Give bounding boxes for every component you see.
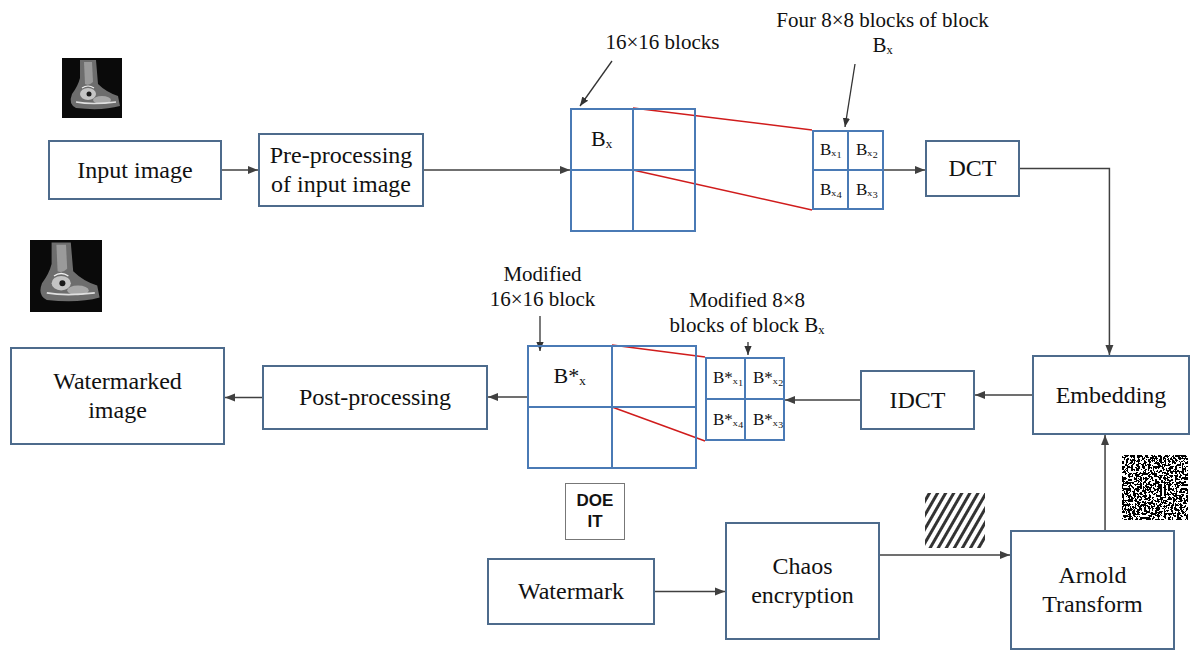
grid-heading: Modified 16×16 block xyxy=(480,262,605,312)
box-label: Embedding xyxy=(1056,381,1167,410)
leader-arrow xyxy=(580,61,612,106)
process-box: Post-processing xyxy=(262,365,488,430)
zoom-line xyxy=(612,407,705,441)
zoom-line xyxy=(633,108,812,130)
block-grid: Modified 16×16 blockB*ₓ xyxy=(527,345,697,469)
flow-arrow xyxy=(655,591,725,593)
flow-arrow xyxy=(1104,435,1106,530)
block-label: B*ₓ₃ xyxy=(753,410,777,430)
subblock-cell: Bₓ₄ xyxy=(812,170,848,210)
block-label: Bₓ xyxy=(591,126,612,152)
flow-arrow xyxy=(424,169,570,171)
box-label: Watermark xyxy=(518,577,624,606)
grid-line xyxy=(570,169,696,171)
input-box: Watermark xyxy=(487,558,655,625)
process-box: Pre-processing of input image xyxy=(258,133,424,207)
transform-box: DCT xyxy=(925,140,1020,197)
box-label: Post-processing xyxy=(299,383,451,412)
block-cell: Bₓ xyxy=(570,108,633,170)
block-label: Bₓ₂ xyxy=(856,140,876,160)
subblock-cell: B*ₓ₁ xyxy=(705,357,745,399)
block-label: Bₓ₄ xyxy=(820,180,840,200)
box-label: Chaos encryption xyxy=(733,552,872,610)
subblock-cell: B*ₓ₃ xyxy=(745,399,785,441)
box-label: Arnold Transform xyxy=(1018,561,1167,619)
box-label: IDCT xyxy=(890,386,946,415)
subblock-grid: Four 8×8 blocks of block BₓBₓ₁Bₓ₂Bₓ₄Bₓ₃ xyxy=(812,130,884,210)
process-box: Chaos encryption xyxy=(725,522,880,640)
block-label: B*ₓ xyxy=(553,363,585,389)
process-box: Embedding xyxy=(1032,355,1190,435)
grid-line xyxy=(527,406,697,408)
flow-arrow xyxy=(785,399,860,401)
mri-thumbnail xyxy=(62,58,122,118)
block-label: B*ₓ₂ xyxy=(753,368,777,388)
box-label: DCT xyxy=(949,154,997,183)
grid-heading: Modified 8×8 blocks of block Bₓ xyxy=(662,288,832,338)
leader-arrow xyxy=(845,64,855,127)
grid-line xyxy=(812,169,884,171)
transform-box: IDCT xyxy=(860,370,975,430)
block-grid: 16×16 blocksBₓ xyxy=(570,108,696,232)
flow-arrow xyxy=(975,394,1032,396)
grid-heading: 16×16 blocks xyxy=(590,30,735,55)
subblock-cell: Bₓ₁ xyxy=(812,130,848,170)
box-label: Pre-processing of input image xyxy=(266,141,416,199)
process-box: Arnold Transform xyxy=(1010,530,1175,650)
block-label: B*ₓ₁ xyxy=(713,368,737,388)
mri-thumbnail xyxy=(30,240,102,312)
block-label: Bₓ₁ xyxy=(820,140,840,160)
leader-arrow xyxy=(747,342,748,355)
block-label: Bₓ₃ xyxy=(856,180,876,200)
grid-line xyxy=(705,398,785,400)
box-label: Input image xyxy=(77,156,192,185)
subblock-cell: B*ₓ₄ xyxy=(705,399,745,441)
subblock-cell: Bₓ₂ xyxy=(848,130,884,170)
box-label: Watermarked image xyxy=(33,367,203,425)
subblock-cell: B*ₓ₂ xyxy=(745,357,785,399)
scrambled-watermark-image xyxy=(1122,455,1188,520)
subblock-cell: Bₓ₃ xyxy=(848,170,884,210)
flow-arrow xyxy=(225,397,262,399)
encrypted-watermark-image xyxy=(925,493,985,548)
watermark-sample-box: DOE IT xyxy=(565,483,625,540)
block-cell: B*ₓ xyxy=(527,345,612,407)
output-box: Watermarked image xyxy=(10,347,225,445)
block-label: B*ₓ₄ xyxy=(713,410,737,430)
zoom-line xyxy=(633,170,812,210)
grid-heading: Four 8×8 blocks of block Bₓ xyxy=(775,8,990,58)
subblock-grid: Modified 8×8 blocks of block BₓB*ₓ₁B*ₓ₂B… xyxy=(705,357,785,441)
input-box: Input image xyxy=(48,140,222,200)
box-label: DOE IT xyxy=(574,491,616,532)
flow-arrow xyxy=(488,396,527,398)
flow-arrow xyxy=(1020,169,1109,356)
flow-arrow xyxy=(222,169,258,171)
flow-arrow xyxy=(884,169,925,171)
flow-arrow xyxy=(880,554,1010,556)
